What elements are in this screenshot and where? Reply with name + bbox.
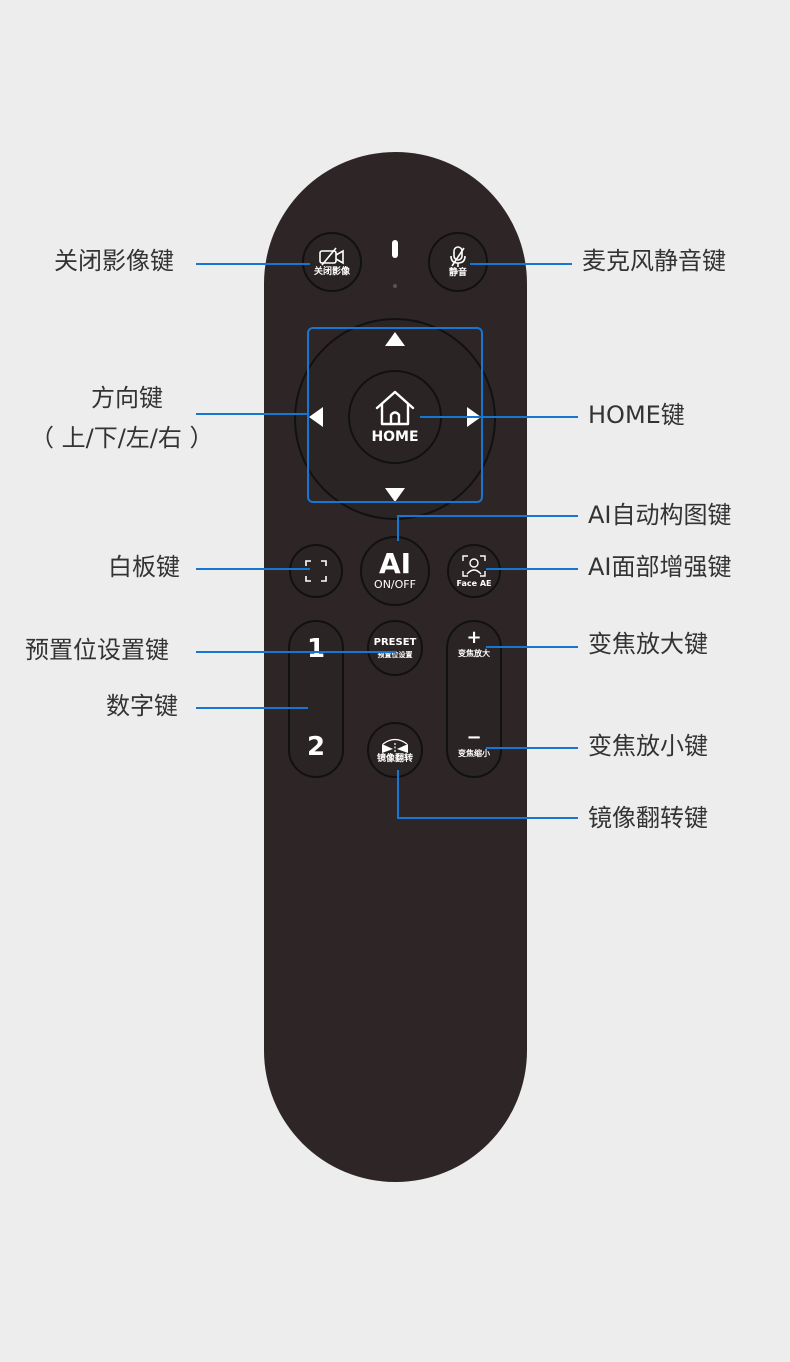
leader-numeric xyxy=(196,707,308,709)
label-preset: 预置位设置键 xyxy=(25,636,169,664)
leader-ai-framing xyxy=(397,515,578,517)
label-zoom-out: 变焦放小键 xyxy=(588,732,708,760)
leader-preset xyxy=(196,651,396,653)
ai-onoff-label: ON/OFF xyxy=(374,578,416,591)
label-direction: 方向键 xyxy=(91,384,163,412)
remote-control: 关闭影像 静音 HOME AI ON/OFF xyxy=(264,152,527,1182)
mirror-button[interactable]: 镜像翻转 xyxy=(367,722,423,778)
ai-framing-button[interactable]: AI ON/OFF xyxy=(360,536,430,606)
leader-direction xyxy=(196,413,308,415)
label-camera-off: 关闭影像键 xyxy=(54,247,174,275)
face-icon xyxy=(462,554,486,577)
zoom-in-label: 变焦放大 xyxy=(458,649,490,658)
label-direction-detail: （ 上/下/左/右 ） xyxy=(30,424,214,452)
home-icon xyxy=(375,390,415,426)
led-indicator xyxy=(392,240,398,258)
numeric-pill xyxy=(288,620,344,778)
label-mute: 麦克风静音键 xyxy=(582,247,726,275)
number-1-button[interactable]: 1 xyxy=(306,634,326,664)
whiteboard-frame-icon xyxy=(305,560,327,582)
zoom-out-label: 变焦缩小 xyxy=(458,749,490,758)
number-2-button[interactable]: 2 xyxy=(306,732,326,762)
label-mirror: 镜像翻转键 xyxy=(588,804,708,832)
face-ae-button[interactable]: Face AE xyxy=(447,544,501,598)
zoom-in-button[interactable]: + 变焦放大 xyxy=(446,628,502,659)
arrow-down-icon[interactable] xyxy=(385,488,405,502)
preset-label: PRESET xyxy=(373,636,417,648)
leader-mirror xyxy=(397,817,578,819)
mic-hole xyxy=(393,284,397,288)
leader-camera-off xyxy=(196,263,310,265)
leader-zoom-out xyxy=(486,747,578,749)
leader-face-ae xyxy=(486,568,578,570)
mic-mute-icon xyxy=(450,246,466,267)
whiteboard-button[interactable] xyxy=(289,544,343,598)
mute-button[interactable]: 静音 xyxy=(428,232,488,292)
leader-ai-vertical xyxy=(397,515,399,541)
arrow-left-icon[interactable] xyxy=(309,407,323,427)
face-ae-label: Face AE xyxy=(456,578,492,588)
home-label: HOME xyxy=(371,429,419,445)
label-face-enhance: AI面部增强键 xyxy=(588,553,732,581)
ai-label: AI xyxy=(378,547,412,580)
leader-zoom-in xyxy=(486,646,578,648)
direction-highlight-frame xyxy=(307,327,483,503)
label-ai-framing: AI自动构图键 xyxy=(588,501,732,529)
plus-icon: + xyxy=(466,627,482,648)
label-numeric: 数字键 xyxy=(106,692,178,720)
label-zoom-in: 变焦放大键 xyxy=(588,630,708,658)
camera-off-icon xyxy=(319,247,344,266)
camera-off-button[interactable]: 关闭影像 xyxy=(302,232,362,292)
mute-label: 静音 xyxy=(448,268,467,278)
camera-off-label: 关闭影像 xyxy=(313,267,350,277)
preset-button[interactable]: PRESET 预置位设置 xyxy=(367,620,423,676)
mirror-flip-icon xyxy=(382,738,408,753)
preset-sub-label: 预置位设置 xyxy=(377,650,413,659)
label-whiteboard: 白板键 xyxy=(108,553,180,581)
arrow-up-icon[interactable] xyxy=(385,332,405,346)
leader-mirror-vertical xyxy=(397,770,399,819)
leader-whiteboard xyxy=(196,568,310,570)
zoom-out-button[interactable]: − 变焦缩小 xyxy=(446,728,502,759)
mirror-label: 镜像翻转 xyxy=(376,754,413,764)
minus-icon: − xyxy=(466,727,482,748)
leader-mute xyxy=(470,263,572,265)
label-home: HOME键 xyxy=(588,401,685,429)
leader-home xyxy=(420,416,578,418)
